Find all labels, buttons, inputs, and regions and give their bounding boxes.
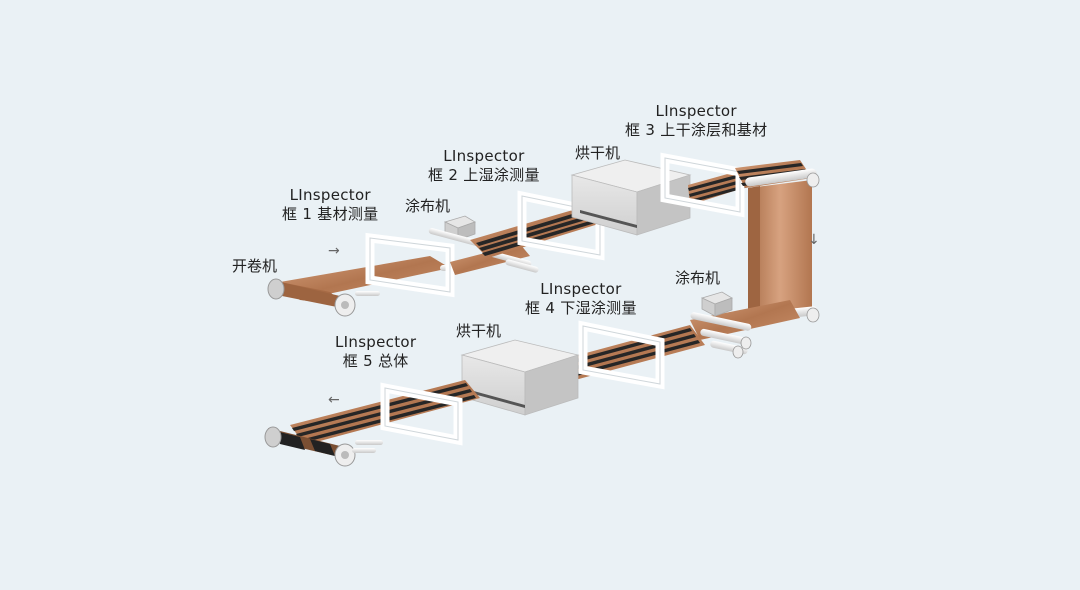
vertical-web [748,180,812,318]
inspection-frame-5 [380,382,463,446]
frame-3-desc: 框 3 上干涂层和基材 [625,121,768,139]
label-coater-bottom: 涂布机 [675,269,721,287]
frame-4-desc: 框 4 下湿涂测量 [525,299,637,317]
web-segment-b [690,300,800,340]
coater-head-top [428,215,539,273]
label-frame-5: LInspector 框 5 总体 [335,333,416,371]
label-frame-1: LInspector 框 1 基材测量 [282,186,378,224]
label-frame-4: LInspector 框 4 下湿涂测量 [525,280,637,318]
frame-5-desc: 框 5 总体 [342,352,409,370]
frame-2-name: LInspector [443,147,525,165]
flow-arrow-top: → [328,243,340,259]
inspection-frame-3 [660,152,745,218]
web-segment-a [450,244,530,275]
coated-web-top-1 [470,205,605,258]
flow-arrow-side: ↓ [808,232,820,248]
rewinder-roll [264,426,383,467]
turn-roller-top [745,168,820,188]
frame-1-desc: 框 1 基材测量 [282,205,379,223]
frame-3-name: LInspector [655,102,737,120]
label-dryer-top: 烘干机 [575,144,621,162]
label-unwinder: 开卷机 [232,257,278,275]
frame-5-name: LInspector [335,333,417,351]
inspection-frame-4 [578,320,665,390]
label-dryer-bottom: 烘干机 [456,322,502,340]
dryer-box-top [570,159,692,236]
flow-arrow-bottom: ← [328,392,340,408]
label-frame-3: LInspector 框 3 上干涂层和基材 [625,102,767,140]
unwinder-roll [267,278,356,317]
label-coater-top: 涂布机 [405,197,451,215]
frame-4-name: LInspector [540,280,622,298]
frame-2-desc: 框 2 上湿涂测量 [428,166,540,184]
dryer-box-bottom [460,339,580,416]
frame-1-name: LInspector [289,186,371,204]
coater-head-bottom [690,291,752,359]
label-frame-2: LInspector 框 2 上湿涂测量 [428,147,540,185]
inspection-frame-1 [365,232,455,298]
